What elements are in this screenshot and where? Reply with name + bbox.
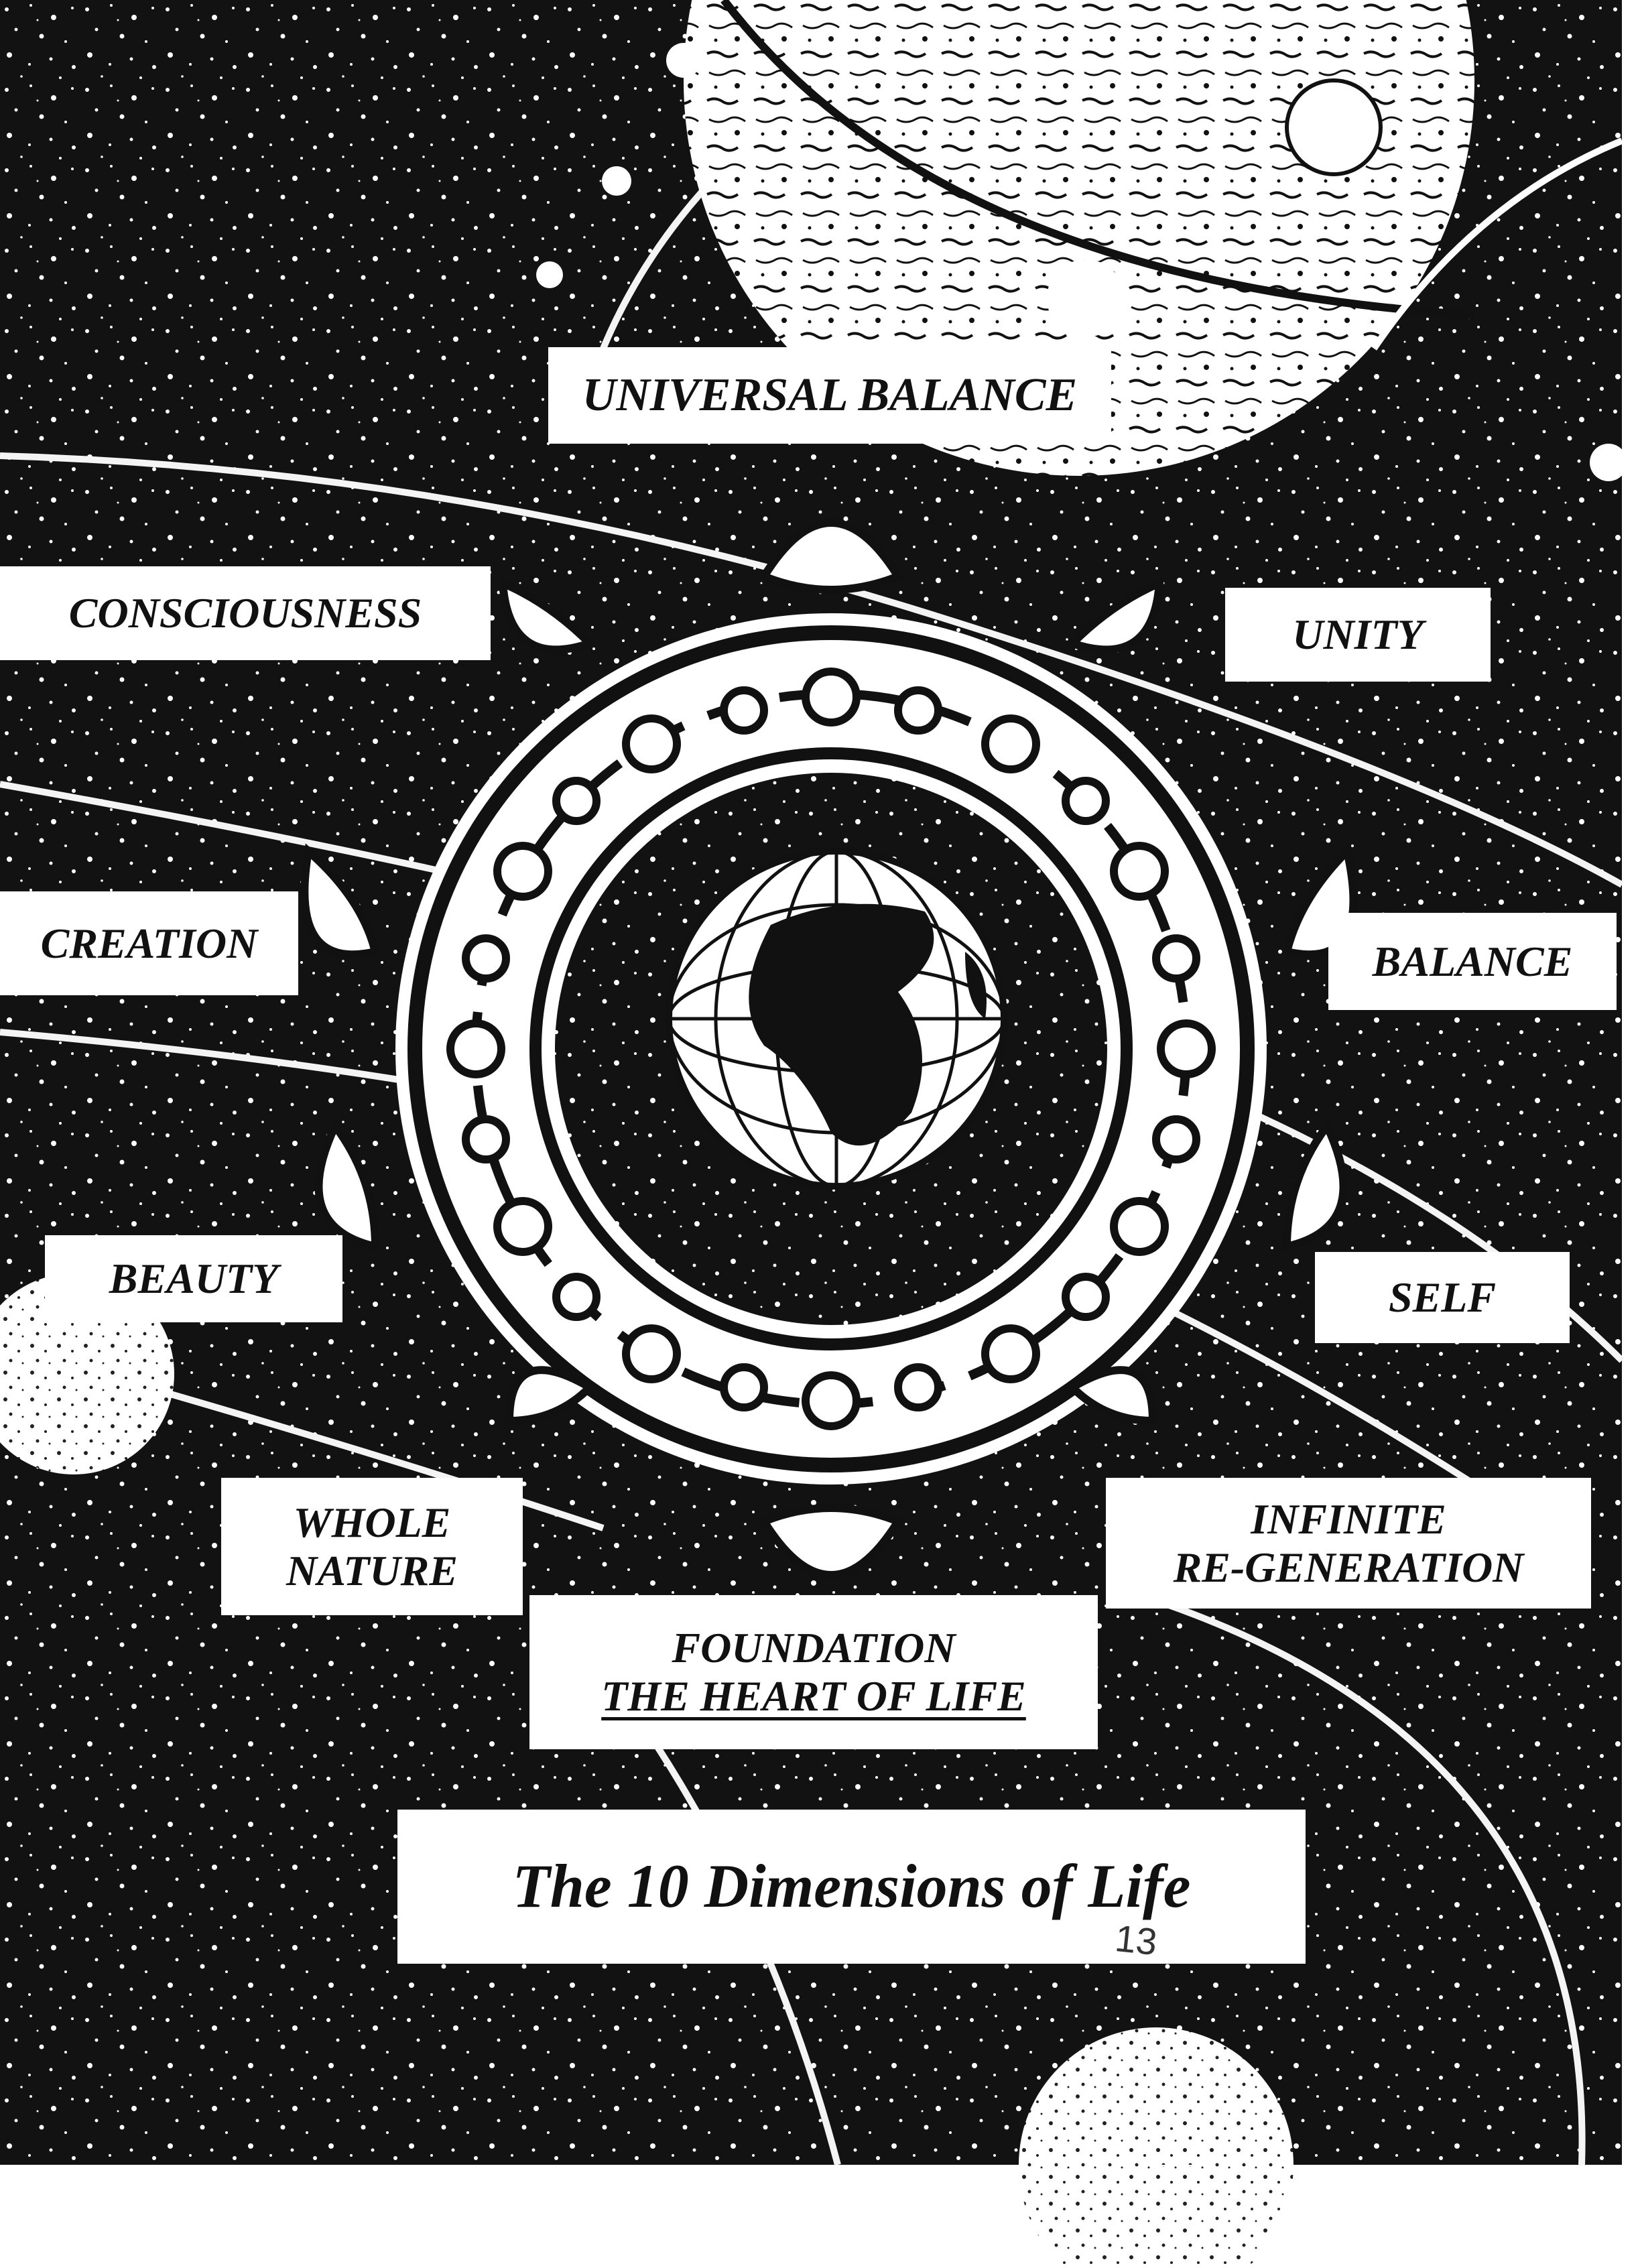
label-whole-nature-line2: NATURE <box>286 1546 458 1594</box>
label-foundation-line1: FOUNDATION <box>672 1624 956 1672</box>
label-beauty-text: BEAUTY <box>109 1255 279 1303</box>
label-creation: CREATION <box>0 891 298 995</box>
planet-bottom <box>1019 2027 1294 2268</box>
label-self-text: SELF <box>1388 1273 1497 1322</box>
diagram-title: The 10 Dimensions of Life <box>397 1810 1306 1964</box>
label-unity-text: UNITY <box>1292 611 1424 659</box>
label-self: SELF <box>1315 1252 1570 1343</box>
label-consciousness: CONSCIOUSNESS <box>0 566 491 660</box>
label-foundation-line2: THE HEART OF LIFE <box>601 1672 1026 1720</box>
planet-left-edge <box>0 1273 174 1474</box>
label-foundation: FOUNDATION THE HEART OF LIFE <box>529 1595 1098 1749</box>
earth-globe-icon <box>666 848 1007 1190</box>
label-infinite-regeneration-line1: INFINITE <box>1251 1495 1446 1543</box>
label-whole-nature: WHOLE NATURE <box>221 1478 523 1615</box>
label-universal-balance-text: UNIVERSAL BALANCE <box>582 369 1078 421</box>
label-unity: UNITY <box>1225 588 1491 682</box>
label-beauty: BEAUTY <box>45 1235 342 1322</box>
label-creation-text: CREATION <box>40 919 258 967</box>
label-balance: BALANCE <box>1328 913 1617 1010</box>
label-balance-text: BALANCE <box>1372 937 1573 985</box>
label-infinite-regeneration-line2: RE-GENERATION <box>1173 1543 1524 1591</box>
label-whole-nature-line1: WHOLE <box>293 1498 451 1546</box>
label-universal-balance: UNIVERSAL BALANCE <box>548 347 1111 444</box>
label-infinite-regeneration: INFINITE RE-GENERATION <box>1106 1478 1591 1609</box>
handwritten-page-number: 13 <box>1113 1916 1159 1964</box>
label-consciousness-text: CONSCIOUSNESS <box>68 589 422 637</box>
diagram-title-text: The 10 Dimensions of Life <box>512 1852 1191 1921</box>
